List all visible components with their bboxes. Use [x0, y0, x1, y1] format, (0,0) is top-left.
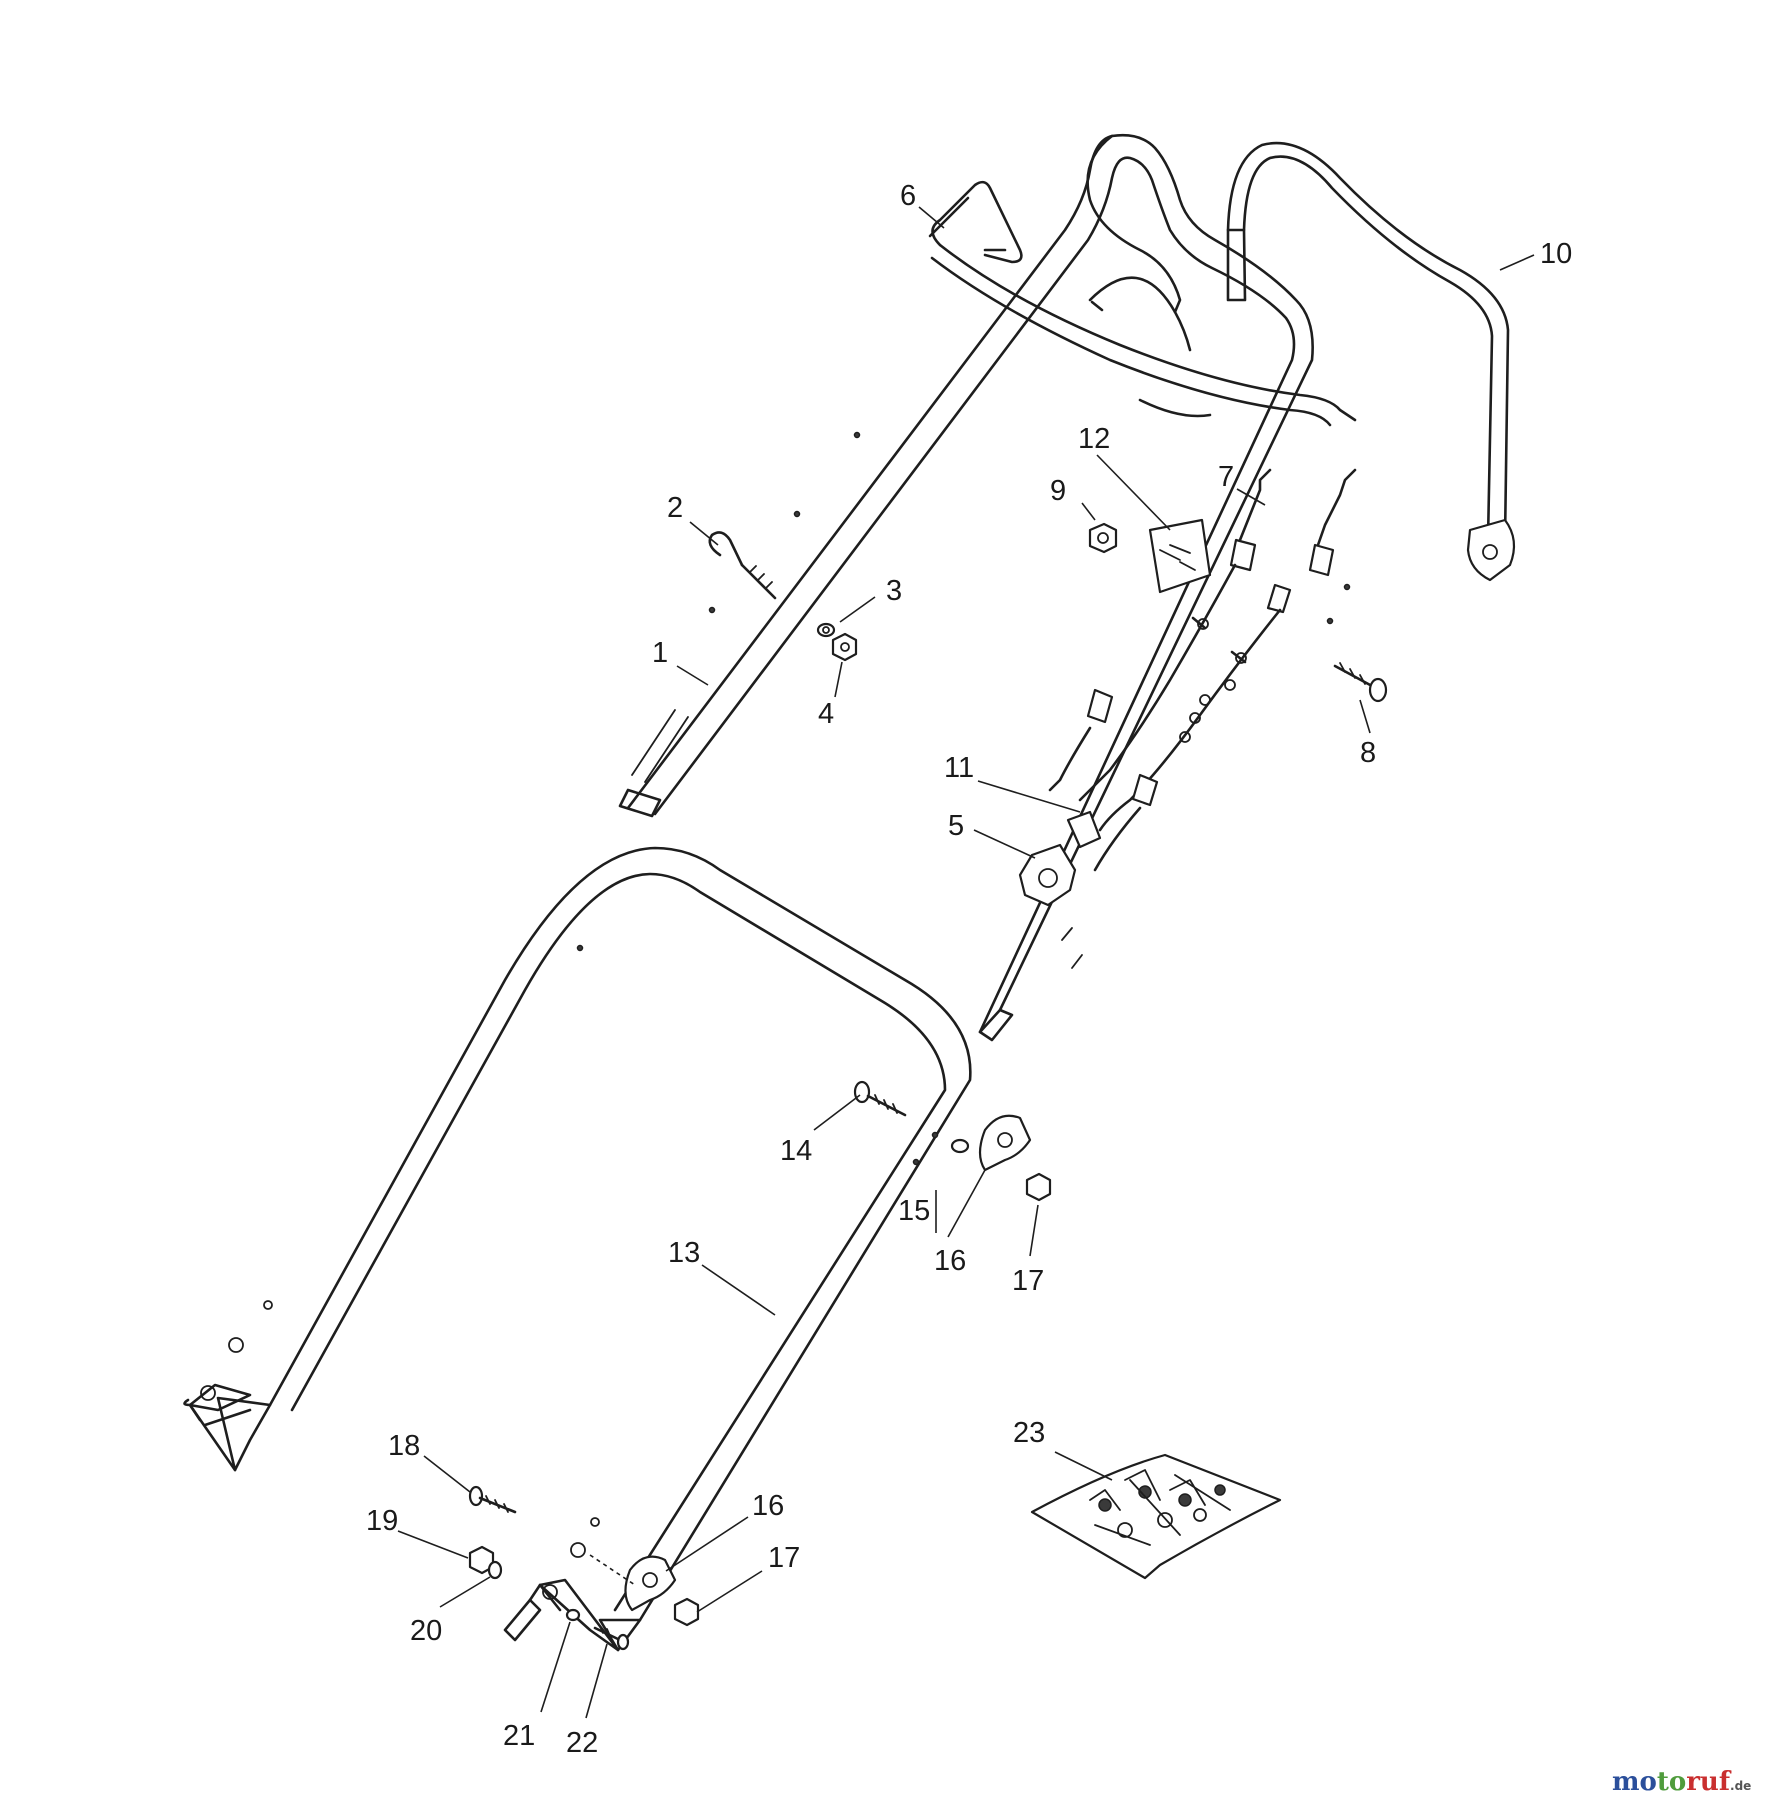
assembly-line: [589, 1554, 636, 1586]
callout-19: 19: [366, 1505, 398, 1537]
cable-guide-hook: [928, 180, 1357, 427]
callout-18: 18: [388, 1430, 420, 1462]
callout-8: 8: [1360, 737, 1376, 769]
watermark-part-2: to: [1657, 1767, 1686, 1797]
callout-14: 14: [780, 1135, 812, 1167]
washer: [487, 1560, 503, 1580]
lower-handle: [183, 846, 972, 1652]
washer: [950, 1138, 970, 1154]
callout-5: 5: [948, 810, 964, 842]
handle-knob: [978, 1114, 1032, 1172]
control-cables: [1048, 468, 1357, 872]
spring-hook: [708, 531, 777, 600]
nut: [1088, 522, 1118, 554]
callout-17-lower: 17: [768, 1542, 800, 1574]
callout-7: 7: [1218, 461, 1234, 493]
callout-13: 13: [668, 1237, 700, 1269]
callout-23: 23: [1013, 1417, 1045, 1449]
washer: [816, 622, 836, 638]
nut: [673, 1597, 700, 1627]
cable-clip: [1148, 518, 1212, 594]
handle-knob: [624, 1555, 677, 1612]
carriage-bolt: [853, 1080, 907, 1117]
callout-10: 10: [1540, 238, 1572, 270]
callouts: 1 2 3 4 5 6 7 8 9 10 11 12 13 14 15 16 1…: [366, 180, 1572, 1759]
callout-11: 11: [944, 752, 974, 784]
washer: [565, 1608, 581, 1622]
callout-1: 1: [652, 637, 668, 669]
watermark-part-3: ruf: [1686, 1767, 1732, 1797]
callout-16-lower: 16: [752, 1490, 784, 1522]
nut: [1025, 1172, 1052, 1202]
callout-21: 21: [503, 1720, 535, 1752]
callout-6: 6: [900, 180, 916, 212]
callout-4: 4: [818, 698, 834, 730]
callout-9: 9: [1050, 475, 1066, 507]
operator-presence-bar: [1226, 141, 1516, 582]
carriage-bolt: [1333, 662, 1388, 703]
callout-17-upper: 17: [1012, 1265, 1044, 1297]
carriage-bolt: [468, 1485, 517, 1514]
callout-15: 15: [898, 1195, 930, 1227]
watermark-part-1: mo: [1612, 1767, 1657, 1797]
watermark-suffix: .de: [1730, 1779, 1751, 1793]
svg-text:motoruf.de: motoruf.de: [1612, 1767, 1751, 1797]
top-crossbar-grip: [1086, 134, 1212, 418]
cable-bracket: [1018, 810, 1102, 907]
carriage-bolt: [593, 1625, 630, 1651]
upper-handle: [618, 133, 1351, 1042]
nut: [831, 632, 858, 662]
callout-22: 22: [566, 1727, 598, 1759]
callout-20: 20: [410, 1615, 442, 1647]
fastener-bag: [1030, 1453, 1282, 1580]
callout-16-upper: 16: [934, 1245, 966, 1277]
callout-3: 3: [886, 575, 902, 607]
callout-2: 2: [667, 492, 683, 524]
watermark-logo: motoruf.de: [1612, 1767, 1751, 1797]
leader-lines: [397, 206, 1535, 1719]
callout-12: 12: [1078, 423, 1110, 455]
